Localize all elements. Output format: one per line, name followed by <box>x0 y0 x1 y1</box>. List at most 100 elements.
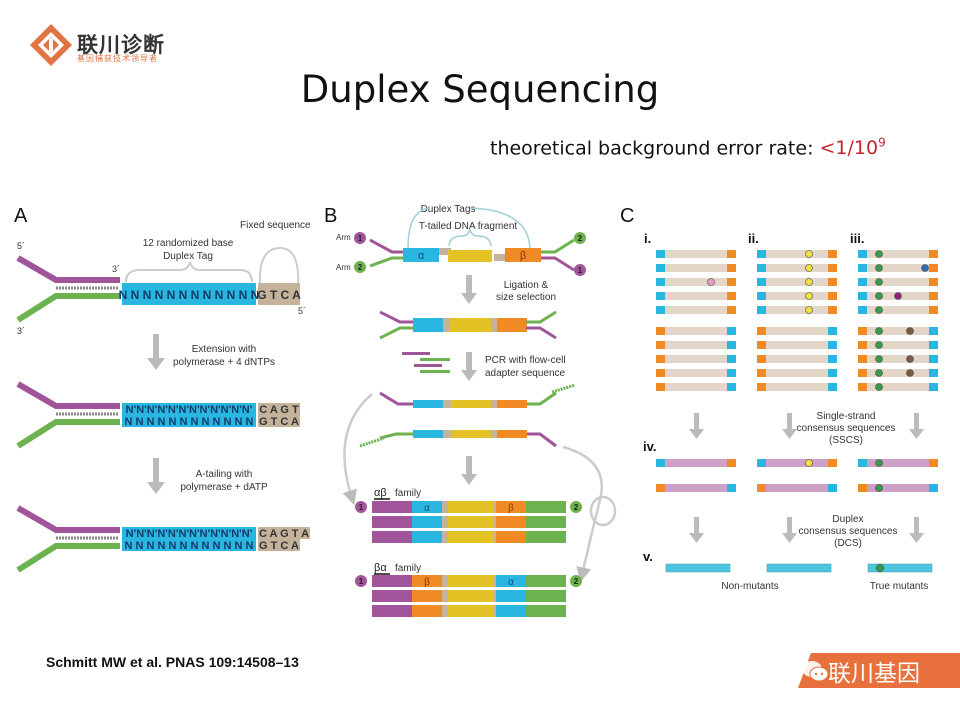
beta-tag <box>929 278 938 286</box>
citation: Schmitt MW et al. PNAS 109:14508–13 <box>46 654 299 670</box>
alpha-tag <box>858 278 867 286</box>
read-body <box>656 306 736 314</box>
beta-tag <box>828 250 837 258</box>
read-body <box>656 369 736 377</box>
panel-c-label: C <box>620 205 634 227</box>
mutation-dot <box>875 369 883 377</box>
svg-text:C A G T A: C A G T A <box>259 528 309 540</box>
svg-text:adapter sequence: adapter sequence <box>485 368 566 379</box>
mutation-dot <box>906 355 914 363</box>
svg-text:Extension with: Extension with <box>192 344 256 355</box>
svg-text:β: β <box>520 250 526 262</box>
logo-tagline: 基因捕获技术领导者 <box>77 54 158 63</box>
beta-tag <box>727 459 736 467</box>
svg-text:size selection: size selection <box>496 292 556 303</box>
alpha-tag <box>929 383 938 391</box>
svg-text:N'N'N'N'N'N'N'N'N'N'N'N': N'N'N'N'N'N'N'N'N'N'N'N' <box>126 404 253 416</box>
dcs-non-mutant-1 <box>665 563 731 573</box>
alpha-tag <box>929 484 938 492</box>
mutation-dot <box>894 292 902 300</box>
beta-tag <box>727 292 736 300</box>
beta-tag <box>727 250 736 258</box>
mutation-dot <box>805 278 813 286</box>
adapter-a1: N N N N N N N N N N N N G T C A <box>16 255 301 323</box>
read-body <box>858 383 938 391</box>
read-body <box>757 484 837 492</box>
svg-text:α: α <box>418 250 425 262</box>
panel-a: A 5´ 3´ 3´ 5´ Fixed sequence 12 randomiz… <box>14 205 311 573</box>
alpha-tag <box>656 250 665 258</box>
beta-tag <box>858 369 867 377</box>
alpha-tag <box>929 327 938 335</box>
svg-text:2: 2 <box>358 263 363 272</box>
svg-text:1: 1 <box>578 266 583 275</box>
mutation-dot <box>875 250 883 258</box>
read-body <box>757 459 837 467</box>
three-prime-label-top: 3´ <box>112 264 120 274</box>
beta-tag <box>929 250 938 258</box>
alpha-tag <box>858 264 867 272</box>
svg-text:G T C A: G T C A <box>259 416 299 428</box>
tag-brace <box>125 261 253 283</box>
alpha-tag <box>656 459 665 467</box>
panel-b: B Duplex Tags T-tailed DNA fragment Arm … <box>324 204 617 617</box>
alpha-tag <box>929 369 938 377</box>
read-body <box>757 278 837 286</box>
five-prime-label: 5´ <box>17 241 25 251</box>
beta-tag <box>656 341 665 349</box>
svg-text:iii.: iii. <box>850 231 864 246</box>
mutation-dot <box>875 355 883 363</box>
panel-a-label: A <box>14 205 28 227</box>
beta-tag <box>828 278 837 286</box>
read-body <box>757 341 837 349</box>
alpha-tag <box>757 292 766 300</box>
alpha-tag <box>757 264 766 272</box>
read-body <box>757 250 837 258</box>
alpha-tag <box>828 327 837 335</box>
svg-text:consensus sequences: consensus sequences <box>797 423 896 434</box>
alpha-tag <box>757 306 766 314</box>
alpha-tag <box>727 327 736 335</box>
beta-tag <box>929 459 938 467</box>
read-body <box>858 264 938 272</box>
beta-tag <box>757 484 766 492</box>
beta-tag <box>929 306 938 314</box>
svg-text:Non-mutants: Non-mutants <box>721 581 778 592</box>
mutation-dot <box>805 459 813 467</box>
alpha-tag <box>757 459 766 467</box>
beta-tag <box>858 327 867 335</box>
alpha-tag <box>929 355 938 363</box>
mutation-dot <box>875 484 883 492</box>
svg-text:1: 1 <box>358 234 363 243</box>
slide-title: Duplex Sequencing <box>300 68 660 111</box>
svg-text:iv.: iv. <box>643 439 657 454</box>
adapter-a2: N'N'N'N'N'N'N'N'N'N'N'N' N N N N N N N N… <box>16 381 300 449</box>
alpha-tag <box>727 355 736 363</box>
read-body <box>858 327 938 335</box>
svg-text:consensus sequences: consensus sequences <box>799 526 898 537</box>
mutation-dot <box>875 306 883 314</box>
duplex-tag-block <box>122 283 256 305</box>
mutation-dot <box>707 278 715 286</box>
logo-name: 联川诊断 <box>77 33 165 57</box>
read-body <box>757 292 837 300</box>
svg-text:Single-strand: Single-strand <box>817 411 876 422</box>
alpha-tag <box>727 341 736 349</box>
beta-tag <box>656 327 665 335</box>
svg-text:Duplex Tags: Duplex Tags <box>421 204 476 215</box>
beta-tag <box>858 484 867 492</box>
svg-text:Duplex: Duplex <box>832 514 863 525</box>
read-body <box>757 383 837 391</box>
svg-text:1: 1 <box>359 577 364 586</box>
read-body <box>656 278 736 286</box>
svg-text:Ligation &: Ligation & <box>504 280 549 291</box>
fixed-brace <box>258 246 300 287</box>
read-body <box>757 264 837 272</box>
error-rate-subtitle: theoretical background error rate: <1/10… <box>490 136 886 159</box>
alpha-tag <box>727 383 736 391</box>
read-body <box>656 383 736 391</box>
alpha-tag <box>727 369 736 377</box>
read-body <box>858 341 938 349</box>
svg-text:i.: i. <box>644 231 651 246</box>
